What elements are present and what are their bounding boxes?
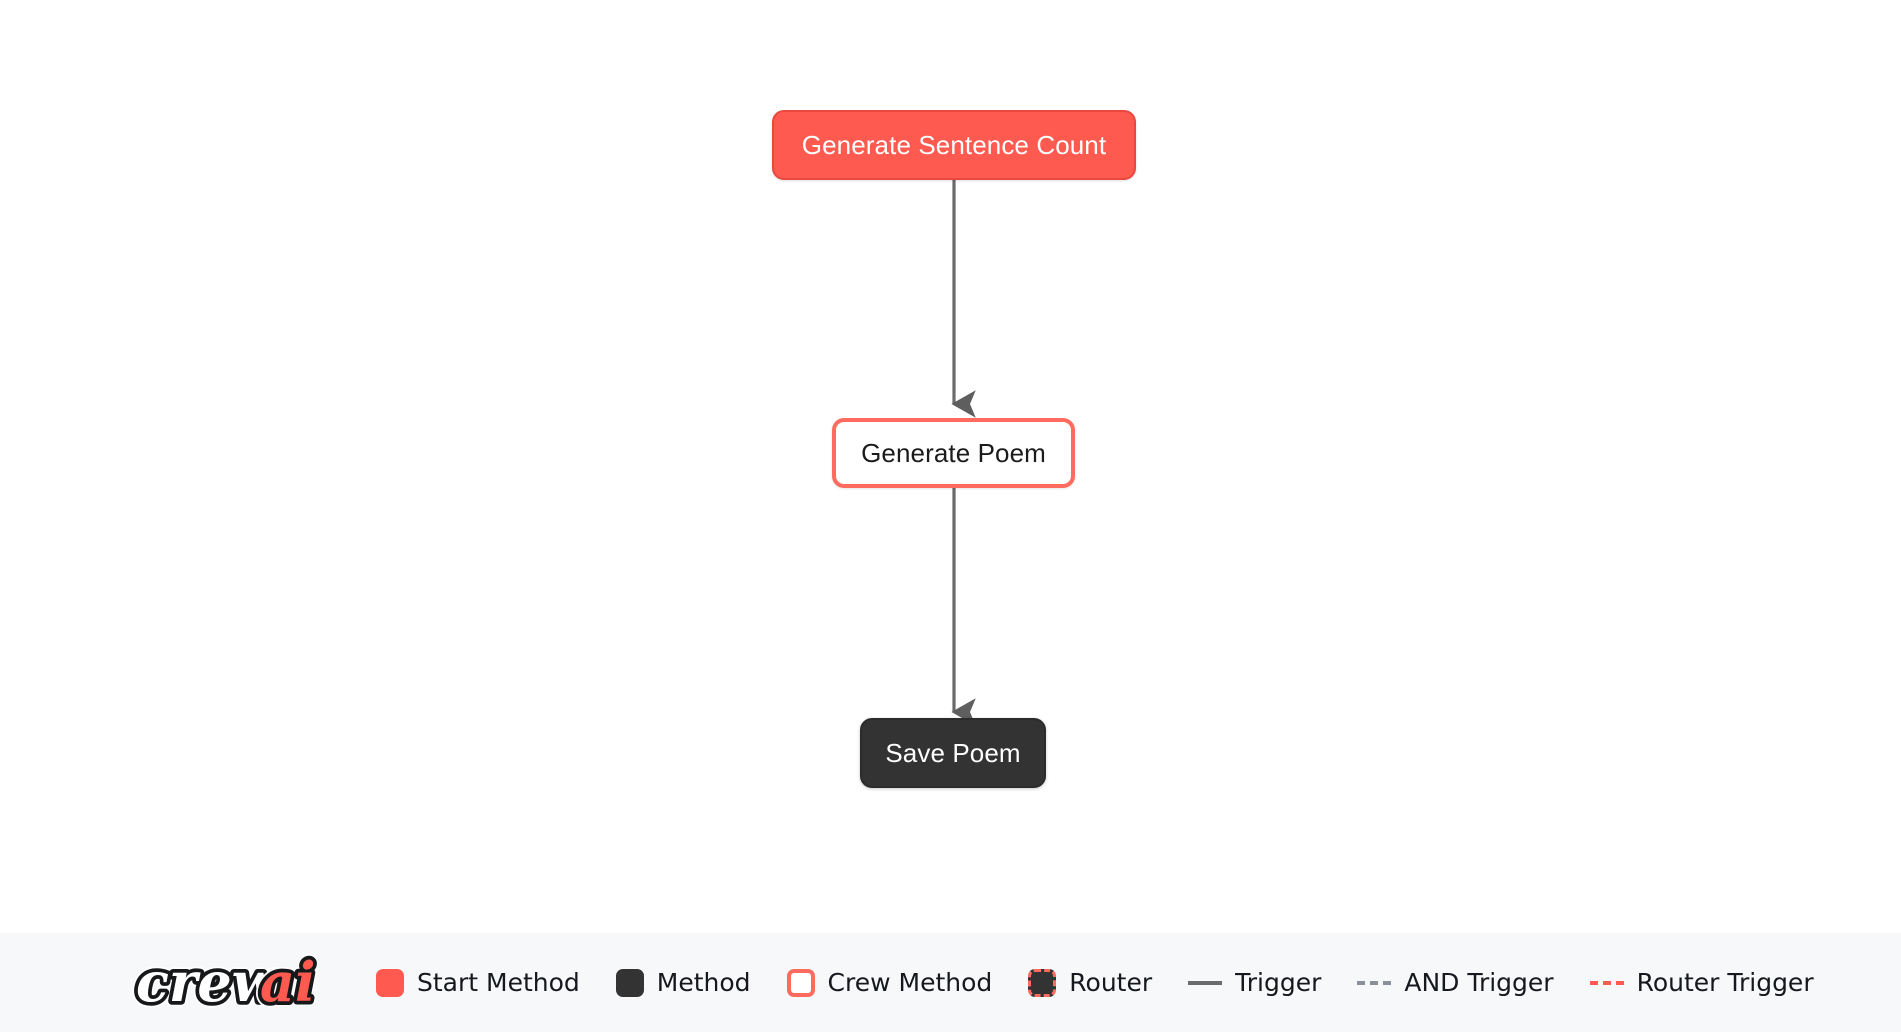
- logo-halo-crew: crew: [136, 950, 281, 1014]
- logo-halo-ai: ai: [260, 950, 316, 1014]
- legend-item-start-method: Start Method: [376, 968, 580, 997]
- legend-item-router: Router: [1028, 968, 1153, 997]
- router-trigger-line-icon: [1589, 980, 1624, 985]
- flow-node-label: Generate Sentence Count: [801, 130, 1107, 160]
- legend-label: Method: [656, 968, 751, 997]
- trigger-line-icon: [1188, 980, 1223, 985]
- legend-label: Start Method: [417, 968, 580, 997]
- legend-item-crew-method: Crew Method: [786, 968, 993, 997]
- legend-items: Start Method Method Crew Method Router T…: [376, 968, 1850, 997]
- legend-label: AND Trigger: [1404, 968, 1554, 997]
- legend-label: Router: [1069, 968, 1153, 997]
- flow-node-save-poem[interactable]: Save Poem: [860, 718, 1046, 788]
- logo-outline-ai: ai: [260, 950, 316, 1014]
- legend-bar: crew crew crew ai ai ai Start Method Met…: [0, 933, 1901, 1032]
- legend-item-router-trigger: Router Trigger: [1589, 968, 1814, 997]
- flow-node-label: Save Poem: [885, 738, 1021, 768]
- method-swatch-icon: [615, 968, 644, 997]
- crew-method-swatch-icon: [786, 968, 815, 997]
- flow-node-generate-sentence-count[interactable]: Generate Sentence Count: [772, 110, 1136, 180]
- crewai-logo: crew crew crew ai ai ai: [132, 947, 340, 1019]
- legend-item-method: Method: [615, 968, 751, 997]
- and-trigger-line-icon: [1357, 980, 1392, 985]
- router-swatch-icon: [1028, 968, 1057, 997]
- flow-node-generate-poem[interactable]: Generate Poem: [832, 418, 1075, 488]
- flow-node-label: Generate Poem: [861, 438, 1046, 468]
- legend-label: Crew Method: [827, 968, 993, 997]
- legend-label: Trigger: [1235, 968, 1322, 997]
- legend-item-trigger: Trigger: [1188, 970, 1321, 995]
- logo-text-ai: ai: [260, 950, 316, 1014]
- legend-label: Router Trigger: [1636, 968, 1814, 997]
- legend-item-and-trigger: AND Trigger: [1357, 968, 1554, 997]
- logo-text-crew: crew: [136, 950, 281, 1014]
- start-method-swatch-icon: [376, 968, 404, 997]
- flow-canvas[interactable]: Generate Sentence Count Generate Poem Sa…: [0, 0, 1901, 933]
- crewai-logo-svg: crew crew crew ai ai ai: [132, 947, 321, 1019]
- logo-outline-crew: crew: [136, 950, 281, 1014]
